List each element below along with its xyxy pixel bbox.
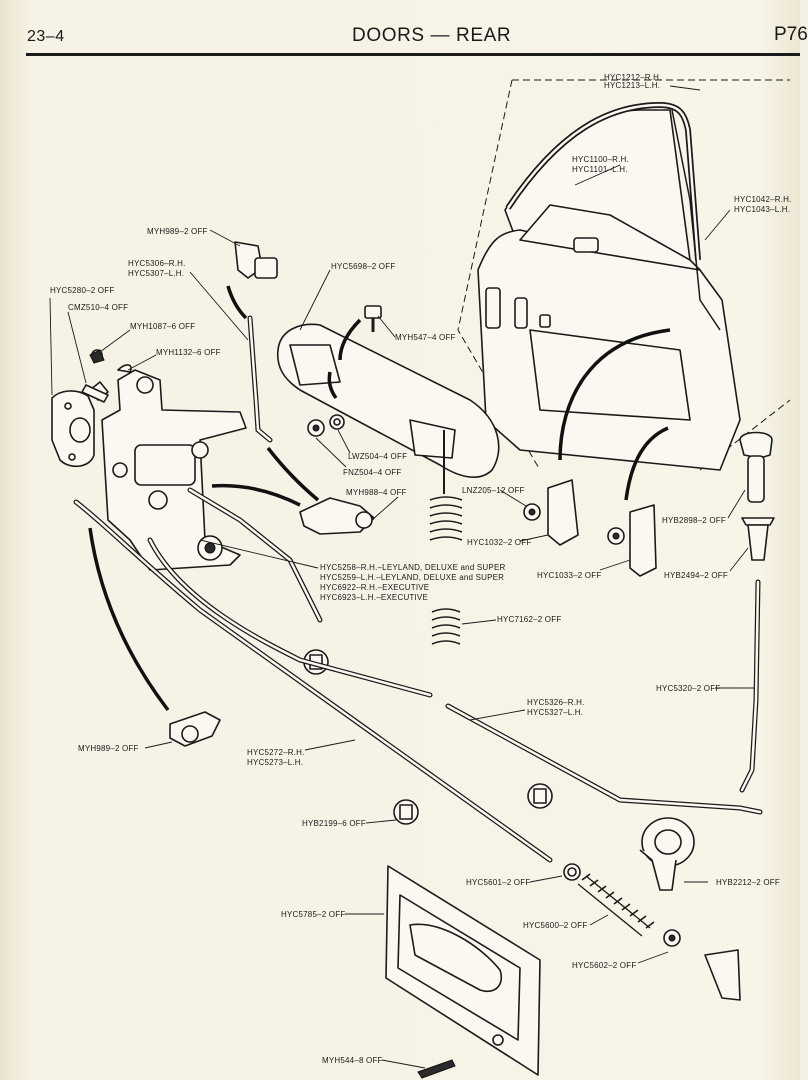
part-labels: HYC1212–R.H.HYC1213–L.H. HYC1100–R.H.HYC…: [50, 73, 792, 1065]
label-hyc7162: HYC7162–2 OFF: [497, 615, 561, 624]
springs: [429, 430, 655, 937]
label-cmz510: CMZ510–4 OFF: [68, 303, 128, 312]
label-hyb2212: HYB2212–2 OFF: [716, 878, 780, 887]
assembly-arrows: [88, 285, 671, 712]
label-hyc5600: HYC5600–2 OFF: [523, 921, 587, 930]
label-hyc5280: HYC5280–2 OFF: [50, 286, 114, 295]
label-hyb2199: HYB2199–6 OFF: [302, 819, 366, 828]
leader-lines: [49, 85, 754, 1069]
label-myh1132: MYH1132–6 OFF: [156, 348, 221, 357]
window-channel: [505, 101, 721, 331]
door-latch-assembly: [51, 349, 247, 571]
label-fnz504: FNZ504–4 OFF: [343, 468, 401, 477]
label-hyc5306: HYC5306–R.H.HYC5307–L.H.: [128, 259, 186, 278]
label-hyc5785: HYC5785–2 OFF: [281, 910, 345, 919]
label-hyc5602: HYC5602–2 OFF: [572, 961, 636, 970]
label-hyb2494: HYB2494–2 OFF: [664, 571, 728, 580]
door-shell: [457, 79, 791, 471]
page-reference: P76: [774, 24, 808, 45]
label-hyc5698: HYC5698–2 OFF: [331, 262, 395, 271]
label-hyc1212: HYC1212–R.H.HYC1213–L.H.: [604, 73, 662, 90]
label-hyc1033: HYC1033–2 OFF: [537, 571, 601, 580]
label-lnz205: LNZ205–12 OFF: [462, 486, 525, 495]
label-hyc1042: HYC1042–R.H.HYC1043–L.H.: [734, 195, 792, 214]
label-lwz504: LWZ504–4 OFF: [348, 452, 407, 461]
label-hyc1100: HYC1100–R.H.HYC1101–L.H.: [572, 155, 629, 174]
label-myh1087: MYH1087–6 OFF: [130, 322, 195, 331]
label-myh989-bottom: MYH989–2 OFF: [78, 744, 139, 753]
label-myh544: MYH544–8 OFF: [322, 1056, 383, 1065]
fasteners: [81, 349, 681, 947]
label-hyb2898: HYB2898–2 OFF: [662, 516, 726, 525]
label-hyc5272: HYC5272–R.H.HYC5273–L.H.: [247, 748, 305, 767]
interior-door-handle: [385, 865, 541, 1079]
rod-clips: [169, 241, 775, 1001]
label-hyc5320: HYC5320–2 OFF: [656, 684, 720, 693]
label-hyc5326: HYC5326–R.H.HYC5327–L.H.: [527, 698, 585, 717]
section-number: 23–4: [27, 28, 65, 45]
label-myh988: MYH988–4 OFF: [346, 488, 407, 497]
control-rods: [73, 315, 763, 863]
page-title: DOORS — REAR: [352, 25, 512, 46]
header-rule: [26, 53, 800, 56]
label-hyc1032: HYC1032–2 OFF: [467, 538, 531, 547]
label-myh547: MYH547–4 OFF: [395, 333, 456, 342]
label-myh989-top: MYH989–2 OFF: [147, 227, 208, 236]
label-hyc5601: HYC5601–2 OFF: [466, 878, 530, 887]
